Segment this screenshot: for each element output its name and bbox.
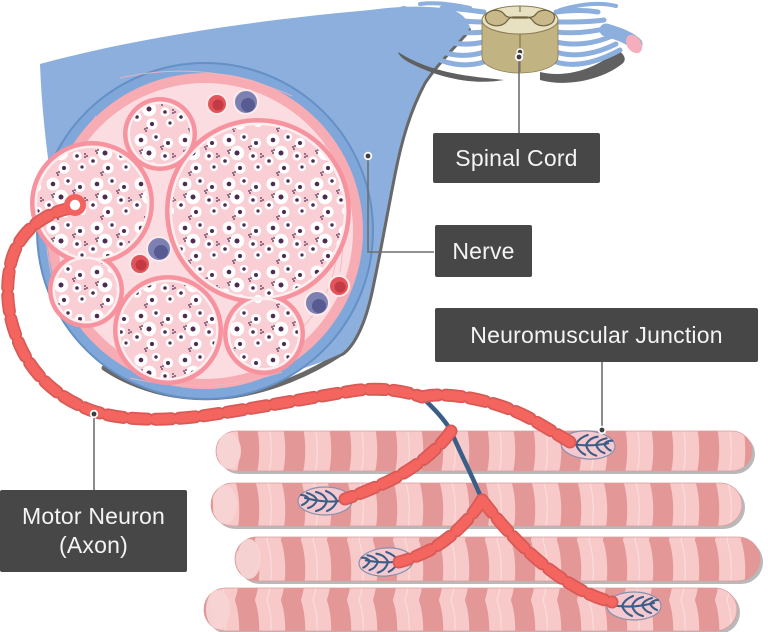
label-spinal-cord-text: Spinal Cord: [455, 144, 578, 171]
label-spinal-cord[interactable]: Spinal Cord: [433, 133, 600, 183]
label-neuromuscular-junction-text: Neuromuscular Junction: [470, 321, 723, 348]
vessel-purple: [304, 290, 330, 316]
motor-axon: [8, 194, 612, 602]
root-shadow-left: [398, 52, 504, 82]
root-shadow-right: [540, 50, 625, 83]
muscle-fiber: [215, 430, 755, 474]
vessel-red: [129, 253, 151, 275]
label-motor-neuron[interactable]: Motor Neuron (Axon): [0, 490, 187, 572]
nerve-trunk-left: [397, 6, 447, 37]
muscle-fibers: [203, 430, 763, 632]
nerve-cross-section: [30, 62, 374, 400]
vessel-red: [206, 93, 228, 115]
label-nerve-text: Nerve: [452, 237, 515, 264]
nerve-cut-tip: [625, 34, 643, 54]
label-motor-neuron-suffix: (Axon): [59, 532, 128, 558]
nerve-roots-right: [553, 1, 623, 67]
leader-lines: [93, 57, 603, 491]
vessel-red: [328, 275, 350, 297]
vessel-purple: [233, 89, 259, 115]
spinal-cord-illustration: [397, 1, 643, 83]
label-neuromuscular-junction[interactable]: Neuromuscular Junction: [435, 308, 758, 362]
nerve-fascicles: [34, 101, 347, 381]
leader-nerve: [367, 156, 434, 253]
leader-dots: [89, 52, 607, 435]
muscle-fiber: [234, 536, 763, 584]
gray-matter-butterfly: [484, 9, 556, 27]
vessel-purple: [146, 236, 172, 262]
label-motor-neuron-text: Motor Neuron: [21, 503, 166, 530]
axon-origin: [64, 194, 86, 216]
blood-vessels: [129, 89, 350, 316]
label-nerve[interactable]: Nerve: [435, 225, 532, 277]
